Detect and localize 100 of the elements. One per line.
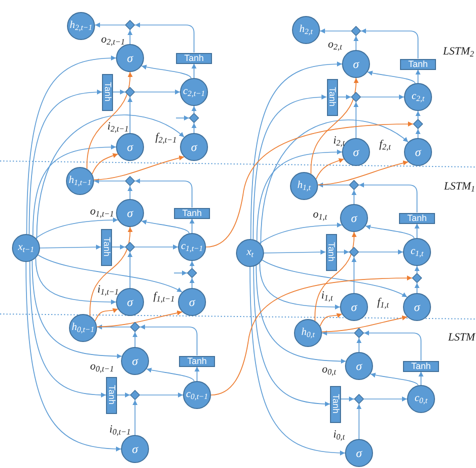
arrow — [352, 256, 356, 294]
gate-label: i$_{2,t}$ — [333, 136, 345, 146]
input-node: x$_{t}$ — [236, 239, 264, 267]
arrow — [336, 250, 350, 254]
arrow — [356, 338, 362, 352]
arrow — [321, 315, 408, 332]
arrow — [92, 153, 118, 174]
arrow — [364, 330, 422, 361]
tanh-block: Tanh — [106, 376, 117, 414]
arrow — [256, 265, 346, 364]
arrow — [190, 278, 194, 288]
sigmoid-gate-node: σ — [180, 133, 208, 161]
gate-label: i$_{1,t}$ — [321, 290, 333, 302]
arrow — [316, 158, 344, 180]
arrow — [354, 36, 358, 50]
arrow — [354, 102, 358, 138]
arrow — [358, 182, 418, 213]
gate-label: o$_{2,t}$ — [328, 40, 342, 50]
arrow — [416, 128, 420, 138]
arrow — [210, 276, 412, 396]
sigmoid-gate-node: σ — [345, 352, 373, 380]
hidden-state-node: h$_{1,t}$ — [290, 172, 318, 200]
tanh-block: Tanh — [400, 58, 436, 70]
arrow — [35, 218, 118, 239]
arrow — [128, 186, 132, 200]
arrow — [140, 392, 184, 398]
arrow — [414, 282, 420, 294]
arrow — [36, 114, 185, 240]
arrow — [132, 332, 138, 348]
arrow — [320, 28, 352, 34]
arrow — [259, 262, 340, 310]
gate-label: o$_{0,t}$ — [322, 364, 336, 376]
gate-label: i$_{2,t−1}$ — [107, 122, 129, 132]
arrow — [94, 22, 126, 28]
arrow — [206, 122, 414, 248]
junction-diamond — [349, 180, 359, 190]
arrow — [32, 144, 116, 236]
tanh-block: Tanh — [176, 52, 212, 64]
sigmoid-gate-node: σ — [345, 439, 373, 467]
gate-label: i$_{1,t−1}$ — [97, 284, 119, 296]
sigmoid-gate-node: σ — [340, 204, 368, 232]
input-node: x$_{t−1}$ — [12, 234, 40, 262]
arrow — [32, 260, 122, 359]
arrow — [128, 96, 132, 134]
arrow — [317, 160, 409, 186]
tanh-block: Tanh — [326, 234, 336, 270]
cell-state-node: c$_{1,t}$ — [403, 238, 431, 266]
hidden-state-node: h$_{2,t}$ — [292, 16, 320, 44]
arrow — [96, 310, 183, 328]
tanh-block: Tanh — [326, 78, 338, 116]
arrow — [134, 178, 192, 208]
arrow — [134, 244, 178, 250]
arrow — [356, 404, 362, 440]
arrow — [128, 30, 132, 44]
junction-diamond — [354, 394, 364, 404]
arrow — [360, 94, 404, 100]
arrow — [192, 122, 196, 134]
sigmoid-gate-node: σ — [342, 50, 370, 78]
arrow — [367, 70, 416, 84]
arrow — [250, 266, 346, 456]
tanh-block: Tanh — [174, 208, 210, 218]
junction-diamond — [351, 26, 361, 36]
sigmoid-gate-node: σ — [403, 293, 431, 321]
sigmoid-gate-node: σ — [404, 138, 432, 166]
junction-diamond — [189, 113, 199, 123]
gate-label: o$_{2,t−1}$ — [101, 34, 125, 46]
arrow — [28, 90, 102, 235]
arrow — [26, 56, 116, 234]
arrow — [358, 250, 404, 254]
arrow — [132, 400, 138, 436]
arrow — [416, 69, 420, 84]
arrow — [112, 244, 126, 250]
arrow — [190, 218, 194, 234]
arrow — [176, 116, 190, 120]
tanh-block: Tanh — [179, 356, 215, 366]
gate-label: i$_{0,t}$ — [333, 430, 345, 440]
sigmoid-gate-node: σ — [116, 133, 144, 161]
junction-diamond — [125, 20, 135, 30]
arrow — [192, 106, 196, 114]
arrow — [29, 261, 106, 398]
sigmoid-gate-node: σ — [340, 293, 368, 321]
junction-diamond — [130, 322, 140, 332]
arrow — [141, 64, 192, 79]
gate-label: f$_{1,t}$ — [377, 298, 389, 308]
hidden-state-node: h$_{0,t}$ — [294, 319, 322, 347]
tanh-block: Tanh — [330, 386, 341, 422]
cell-state-node: c$_{0,t}$ — [407, 385, 435, 413]
gate-label: i$_{0,t−1}$ — [109, 424, 131, 436]
sigmoid-gate-node: σ — [121, 347, 149, 375]
arrow — [134, 22, 194, 53]
arrow — [93, 156, 185, 180]
tanh-block: Tanh — [399, 212, 435, 224]
layer-label: LSTM$_{1}$ — [444, 182, 475, 192]
arrow — [322, 330, 354, 336]
arrow — [418, 371, 424, 386]
gate-label: f$_{2,t}$ — [379, 140, 391, 150]
junction-diamond — [125, 176, 135, 186]
arrow — [35, 258, 116, 304]
hidden-state-node: h$_{2,t−1}$ — [67, 12, 95, 40]
arrow — [190, 260, 194, 268]
